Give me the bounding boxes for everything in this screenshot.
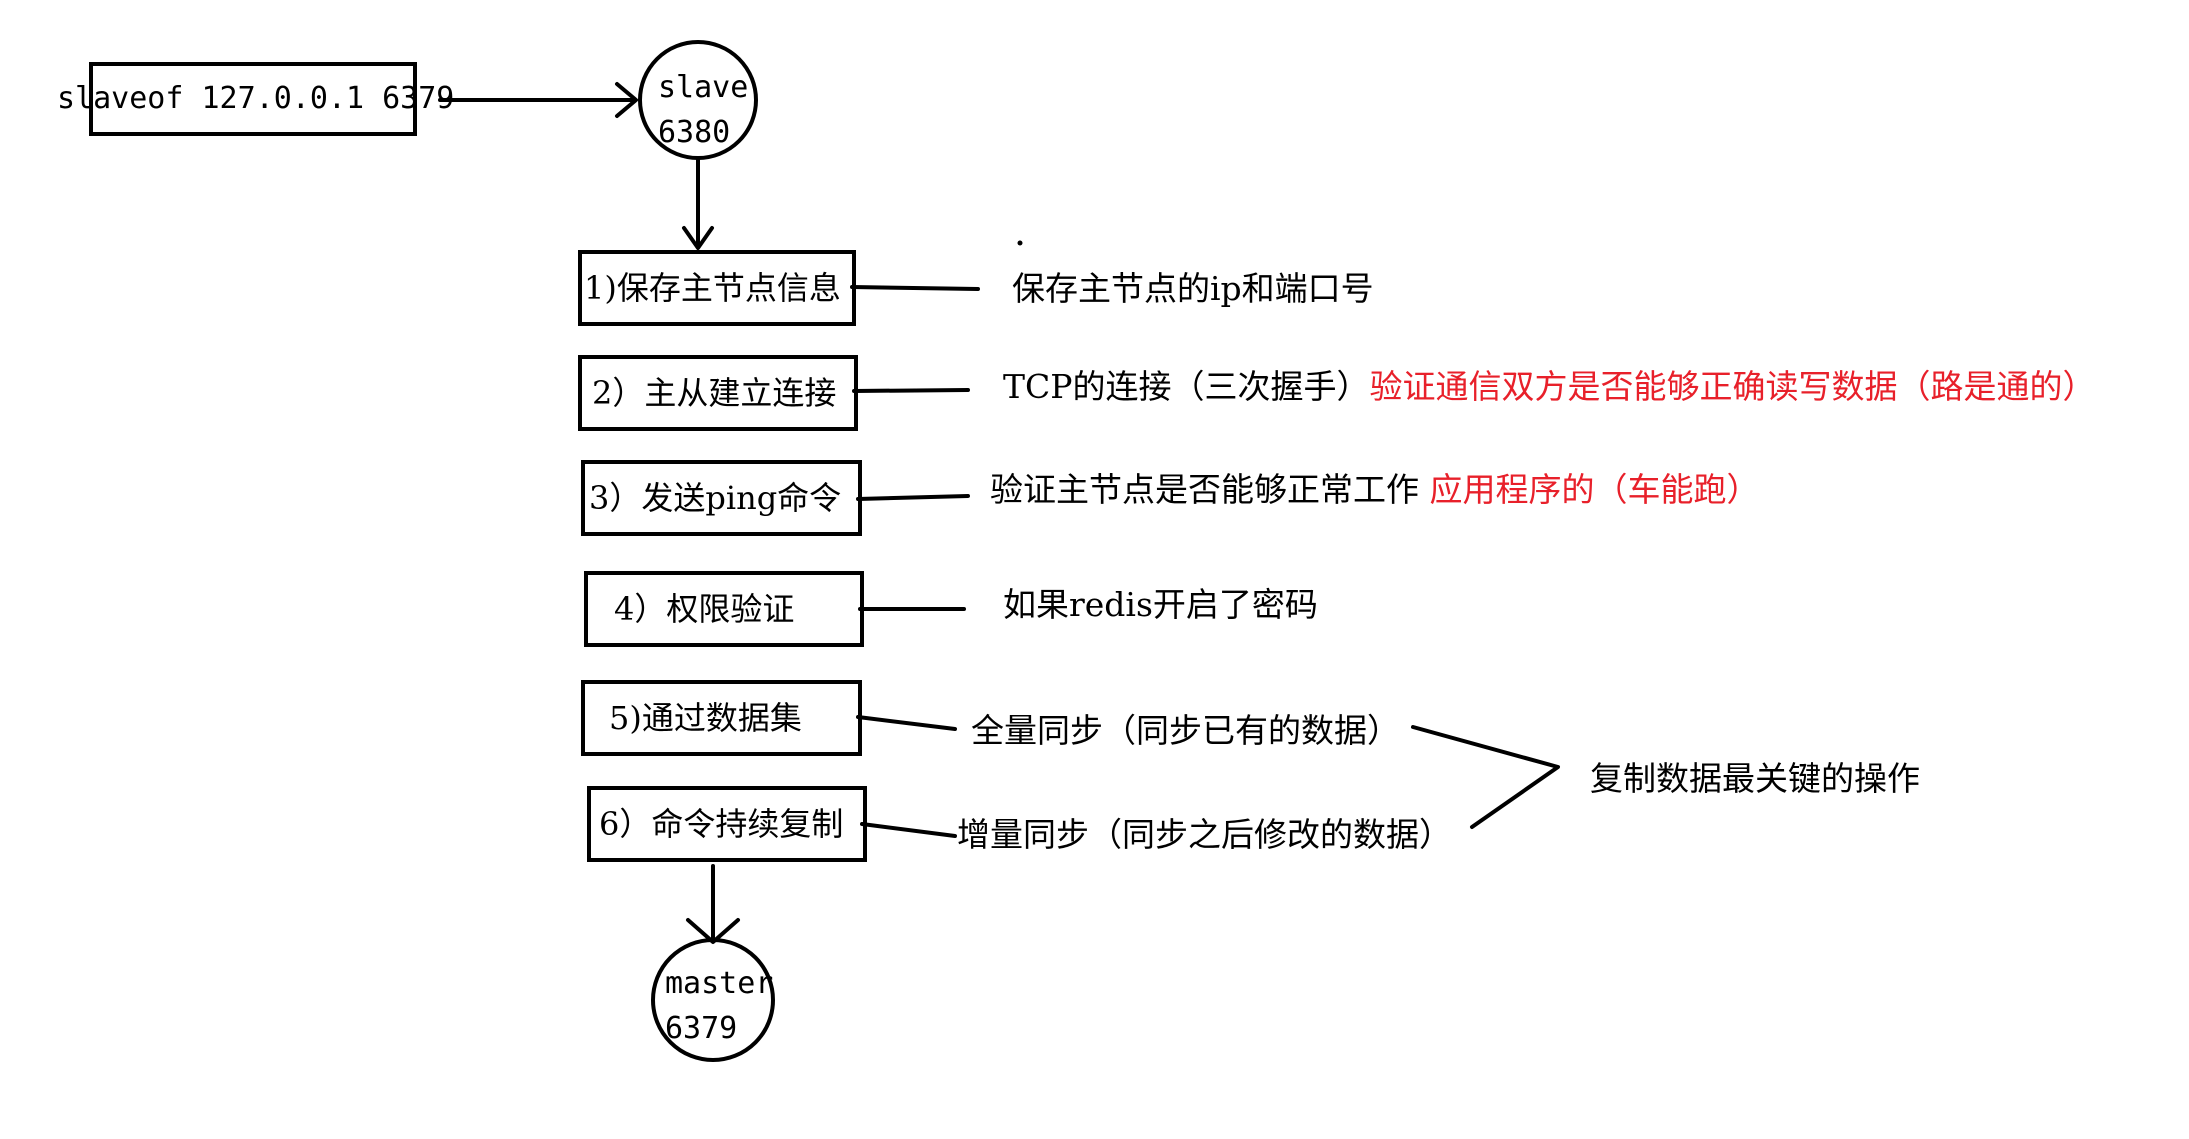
step-label-2: 2）主从建立连接 (592, 374, 837, 412)
command-text: slaveof 127.0.0.1 6379 (57, 81, 455, 116)
slave-down-arrowhead (682, 226, 714, 250)
summary-bracket (1411, 725, 1560, 829)
step5-note-line (856, 715, 957, 731)
step-note-6: 增量同步（同步之后修改的数据） (957, 818, 1452, 851)
command-box: slaveof 127.0.0.1 6379 (57, 62, 454, 136)
slave-node-name: slave (658, 70, 749, 105)
step-note-2: TCP的连接（三次握手）验证通信双方是否能够正确读写数据（路是通的） (1003, 370, 2095, 403)
step3-note-line (856, 494, 970, 501)
step-box-4: 4）权限验证 (584, 571, 864, 647)
step-note-1: 保存主节点的ip和端口号 (1012, 272, 1374, 305)
step-box-2: 2）主从建立连接 (578, 355, 858, 431)
step-box-6: 6）命令持续复制 (587, 786, 867, 862)
summary-label: 复制数据最关键的操作 (1590, 759, 1920, 798)
step-note-4: 如果redis开启了密码 (1003, 588, 1318, 621)
step-box-3: 3）发送ping命令 (581, 460, 862, 536)
step-note-4-text: 如果redis开启了密码 (1003, 585, 1318, 624)
step-label-1: 1)保存主节点信息 (584, 269, 841, 307)
step-note-5-text: 全量同步（同步已有的数据） (971, 711, 1400, 750)
master-node-circle (651, 938, 775, 1062)
step1-note-line (850, 285, 980, 291)
step-note-6-text: 增量同步（同步之后修改的数据） (957, 815, 1452, 854)
step-note-3: 验证主节点是否能够正常工作 应用程序的（车能跑） (990, 473, 1760, 506)
step-note-2-text: TCP的连接（三次握手） (1003, 367, 1370, 406)
step-note-3-text: 验证主节点是否能够正常工作 (990, 470, 1430, 509)
step-note-1-text: 保存主节点的ip和端口号 (1012, 269, 1374, 308)
slave-node-port: 6380 (658, 115, 731, 150)
step-box-1: 1)保存主节点信息 (578, 250, 856, 326)
step-label-3: 3）发送ping命令 (589, 479, 842, 517)
step-note-5: 全量同步（同步已有的数据） (971, 714, 1400, 747)
stray-dot (1017, 240, 1023, 246)
step-label-5: 5)通过数据集 (609, 699, 802, 737)
step-note-2-highlight: 验证通信双方是否能够正确读写数据（路是通的） (1369, 367, 2096, 406)
slave-node-circle (638, 40, 758, 160)
step-label-4: 4）权限验证 (614, 590, 795, 628)
step2-note-line (852, 388, 970, 393)
master-node-name: master (665, 966, 774, 1001)
step-note-3-highlight: 应用程序的（车能跑） (1429, 470, 1760, 509)
step-label-6: 6）命令持续复制 (599, 805, 844, 843)
step6-note-line (860, 822, 957, 838)
command-arrowhead (615, 82, 638, 118)
master-node-port: 6379 (665, 1011, 738, 1046)
step-box-5: 5)通过数据集 (581, 680, 862, 756)
